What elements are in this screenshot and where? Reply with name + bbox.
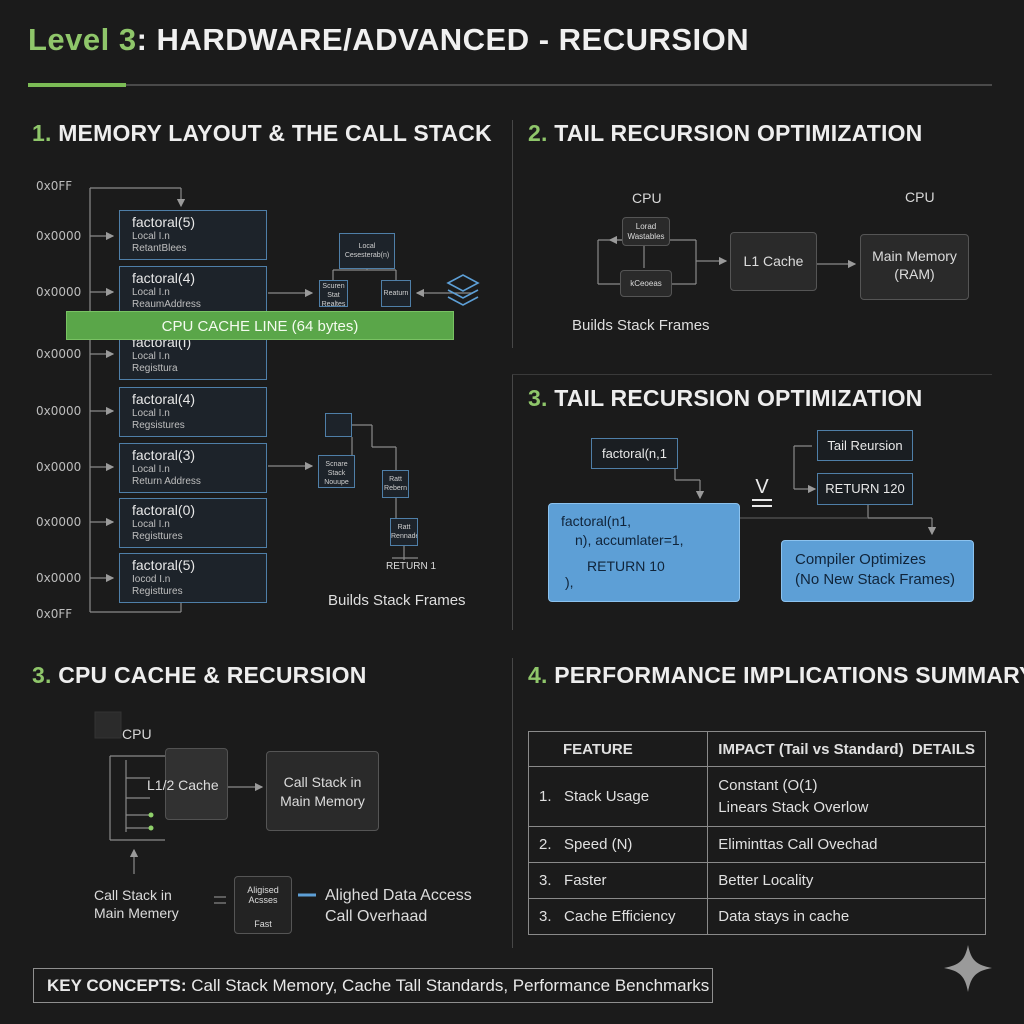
l12-cache-box [165,748,228,820]
table-row: 3. Faster Better Locality [527,862,986,899]
l1-cache-box: L1 Cache [730,232,817,291]
mini-box: Ratt Rennade [390,518,418,546]
mini-box: Local Cesesterab(n) [339,233,395,269]
factorial-call-box: factoral(n,1 [591,438,678,469]
mini-box: Scnare Stack Nouupe [318,455,355,488]
table-cell: 3. Cache Efficiency [527,898,709,935]
l12-cache-label: L1/2 Cache [147,777,219,793]
cpu-label: CPU [632,190,662,206]
performance-table: FEATURE IMPACT (Tail vs Standard) DETAIL… [527,731,986,935]
compiler-optimizes-box: Compiler Optimizes (No New Stack Frames) [781,540,974,602]
memory-address: 0x0000 [36,404,82,418]
memory-address: 0x0FF [36,179,73,193]
section-header-cpu-cache: 3. CPU CACHE & RECURSION [32,662,367,688]
section-header-tail-1: 2. TAIL RECURSION OPTIMIZATION [528,120,923,146]
memory-address: 0x0000 [36,347,82,361]
title-divider [28,84,992,86]
return-label: RETURN 1 [386,561,437,572]
builds-stack-frames-label: Builds Stack Frames [572,317,710,334]
cpu-label: CPU [905,189,935,205]
local-variables-box: Lorad Wastables [622,217,670,246]
key-concepts-bar: KEY CONCEPTS: Call Stack Memory, Cache T… [33,968,713,1003]
table-row: 3. Cache Efficiency Data stays in cache [527,898,986,935]
legend: Alighed Data Access Call Overhaad [325,887,472,925]
table-cell: Data stays in cache [707,898,986,935]
table-cell: 1. Stack Usage [527,766,709,827]
aligned-access-box: Aligised Acsses Fast [234,876,292,934]
mini-box: Reaturn [381,280,411,307]
return-120-box: RETURN 120 [817,473,913,505]
horizontal-divider [512,374,992,375]
table-header-row: FEATURE IMPACT (Tail vs Standard) DETAIL… [527,731,986,767]
cpu-label: CPU [122,726,152,742]
section-header-memory: 1. MEMORY LAYOUT & THE CALL STACK [32,120,492,146]
mini-box: Scuren Stat Realtes [319,280,348,307]
mini-box: Ratt Rebern [382,470,409,498]
tail-recursion-box: Tail Reursion [817,430,913,461]
table-row: 2. Speed (N) Eliminttas Call Ovechad [527,826,986,863]
table-cell: 2. Speed (N) [527,826,709,863]
table-cell: Constant (O(1)Linears Stack Overlow [707,766,986,827]
memory-address: 0x0000 [36,285,82,299]
table-cell: 3. Faster [527,862,709,899]
call-stack-memory-box: Call Stack in Main Memory [266,751,379,831]
column-header: FEATURE [527,731,709,767]
memory-address: 0x0000 [36,229,82,243]
sparkle-icon [944,945,992,992]
vertical-divider-middle [512,375,513,630]
table-cell: Eliminttas Call Ovechad [707,826,986,863]
page-title: Level 3: HARDWARE/ADVANCED - RECURSION [28,22,750,57]
title-accent-bar [28,83,126,87]
cores-box: kCeoeas [620,270,672,297]
stack-layers-icon [446,274,480,306]
cpu-cache-line-bar: CPU CACHE LINE (64 bytes) [66,311,454,340]
mini-box [325,413,352,437]
memory-address: 0x0000 [36,515,82,529]
memory-address: 0x0000 [36,571,82,585]
table-cell: Better Locality [707,862,986,899]
call-stack-label: Call Stack in Main Memery [94,887,179,921]
memory-address: 0x0000 [36,460,82,474]
section-header-performance: 4. PERFORMANCE IMPLICATIONS SUMMARY [528,662,1024,688]
equivalence-symbol: V [752,477,772,507]
cpu-chip-icon [94,711,122,739]
vertical-divider-bottom [512,658,513,948]
memory-address: 0x0FF [36,607,73,621]
builds-stack-frames-label: Builds Stack Frames [328,592,466,609]
table-row: 1. Stack Usage Constant (O(1)Linears Sta… [527,766,986,827]
column-header: IMPACT (Tail vs Standard) DETAILS [707,731,986,767]
vertical-divider-top [512,120,513,348]
section-header-tail-2: 3. TAIL RECURSION OPTIMIZATION [528,385,923,411]
main-memory-box: Main Memory (RAM) [860,234,969,300]
tail-code-box: factoral(n1, n), accumlater=1, RETURN 10… [548,503,740,602]
